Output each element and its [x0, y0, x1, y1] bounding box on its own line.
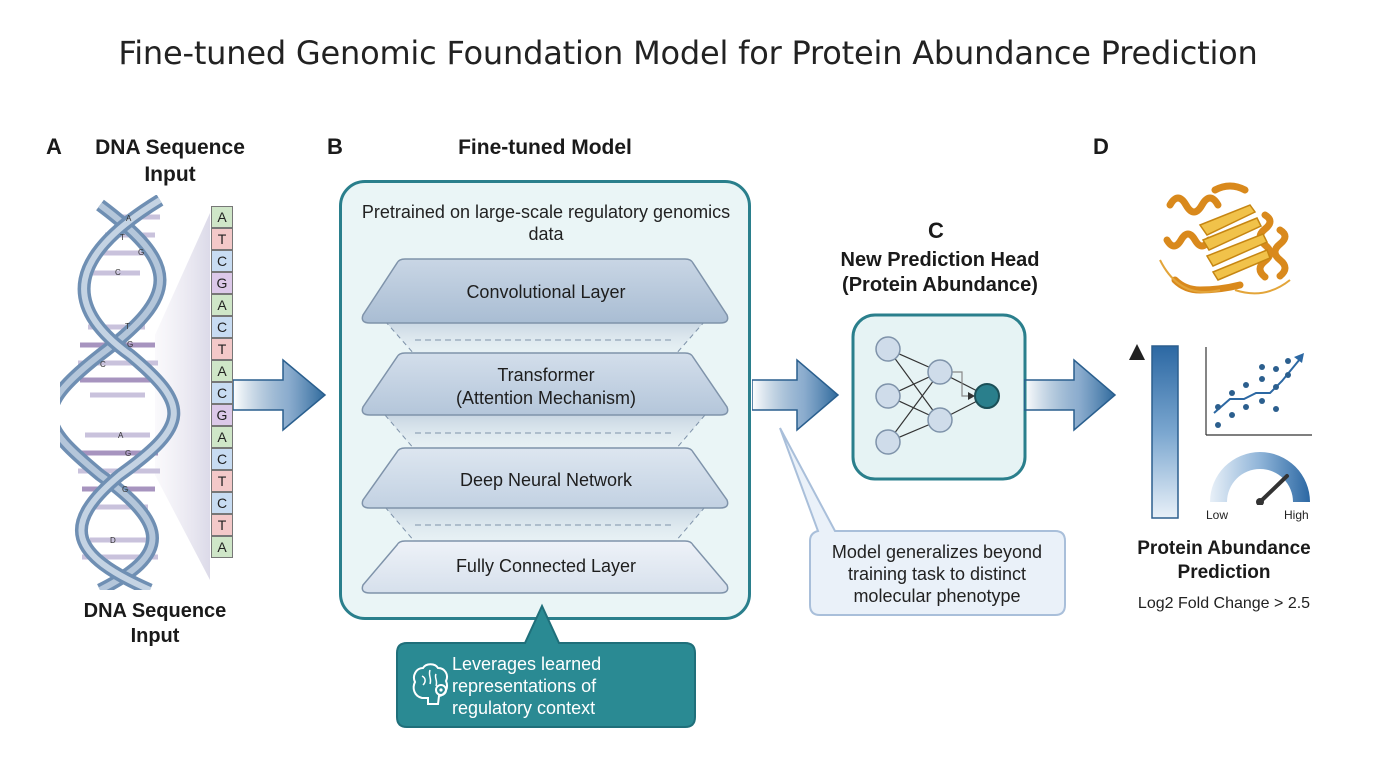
arrow-b-to-c [752, 358, 840, 432]
nucleotide-cell: A [211, 426, 233, 448]
trend-scatter-icon [1205, 347, 1312, 436]
helix-letter: T [120, 233, 125, 242]
transformer-label: Transformer [497, 365, 595, 385]
helix-letter: T [125, 322, 130, 331]
page-title: Fine-tuned Genomic Foundation Model for … [118, 34, 1258, 72]
model-layer-stack [361, 258, 729, 594]
nucleotide-cell: G [211, 404, 233, 426]
leverage-text: Leverages learned representations of reg… [452, 654, 602, 718]
conv-layer-label: Convolutional Layer [466, 282, 626, 302]
convolutional-layer [361, 258, 729, 324]
gauge-low-label: Low [1206, 508, 1229, 522]
nucleotide-cell: T [211, 514, 233, 536]
helix-letter: G [122, 485, 128, 494]
arrow-a-to-b [233, 358, 327, 432]
output-node [974, 383, 1000, 409]
input-node [875, 429, 901, 455]
nucleotide-cell: C [211, 250, 233, 272]
brain-gear-icon [412, 663, 449, 705]
dna-helix-illustration: A T G C T G C A G G D [60, 195, 210, 590]
nucleotide-cell: C [211, 492, 233, 514]
fully-connected-layer [361, 540, 729, 594]
nucleotide-cell: T [211, 470, 233, 492]
panel-d-letter: D [1093, 134, 1109, 159]
fc-layer-label: Fully Connected Layer [455, 556, 637, 576]
pretrained-description: Pretrained on large-scale regulatory gen… [361, 202, 731, 244]
helix-letter: C [115, 268, 121, 277]
nucleotide-cell: A [211, 294, 233, 316]
panel-a-letter: A [46, 134, 62, 159]
nucleotide-cell: G [211, 272, 233, 294]
protein-abundance-label-2: Prediction [1177, 562, 1271, 583]
protein-structure-illustration [1159, 182, 1291, 295]
input-node [875, 336, 901, 362]
nucleotide-cell: T [211, 338, 233, 360]
helix-letter: A [118, 431, 124, 440]
attention-label: (Attention Mechanism) [455, 388, 637, 408]
nucleotide-cell: C [211, 316, 233, 338]
abundance-gauge [1210, 452, 1310, 505]
fold-change-label: Log2 Fold Change > 2.5 [1137, 595, 1311, 612]
hidden-node [927, 407, 953, 433]
nucleotide-cell: A [211, 206, 233, 228]
nucleotide-cell: T [211, 228, 233, 250]
leverage-callout-box [396, 603, 696, 728]
input-node [875, 383, 901, 409]
helix-letter: D [110, 536, 116, 545]
nucleotide-cell: C [211, 448, 233, 470]
generalization-callout [779, 427, 1066, 616]
nucleotide-cell: A [211, 360, 233, 382]
nucleotide-cell: A [211, 536, 233, 558]
panel-a-heading: DNA Sequence Input [95, 136, 245, 186]
prediction-head-network [851, 313, 1027, 481]
hidden-node [927, 359, 953, 385]
panel-b-heading: Fine-tuned Model [458, 136, 632, 159]
deep-neural-network-layer [361, 447, 729, 509]
gauge-high-label: High [1284, 508, 1309, 522]
generalization-text: Model generalizes beyond training task t… [831, 542, 1043, 606]
arrow-c-to-d [1024, 358, 1117, 432]
zoom-cone [155, 213, 210, 580]
helix-letter: A [126, 214, 132, 223]
dnn-layer-label: Deep Neural Network [459, 470, 633, 490]
panel-c-letter: C [928, 218, 944, 243]
panel-a-caption: DNA Sequence Input [83, 600, 227, 647]
panel-c-heading-2: (Protein Abundance) [842, 274, 1038, 296]
panel-b-letter: B [327, 134, 343, 159]
helix-letter: G [127, 340, 133, 349]
transformer-layer [361, 352, 729, 416]
panel-c-heading-1: New Prediction Head [840, 249, 1040, 271]
protein-abundance-label-1: Protein Abundance [1137, 538, 1311, 559]
nucleotide-cell: C [211, 382, 233, 404]
helix-letter: G [138, 248, 144, 257]
helix-letter: C [100, 360, 106, 369]
helix-letter: G [125, 449, 131, 458]
abundance-level-bar [1129, 344, 1179, 519]
